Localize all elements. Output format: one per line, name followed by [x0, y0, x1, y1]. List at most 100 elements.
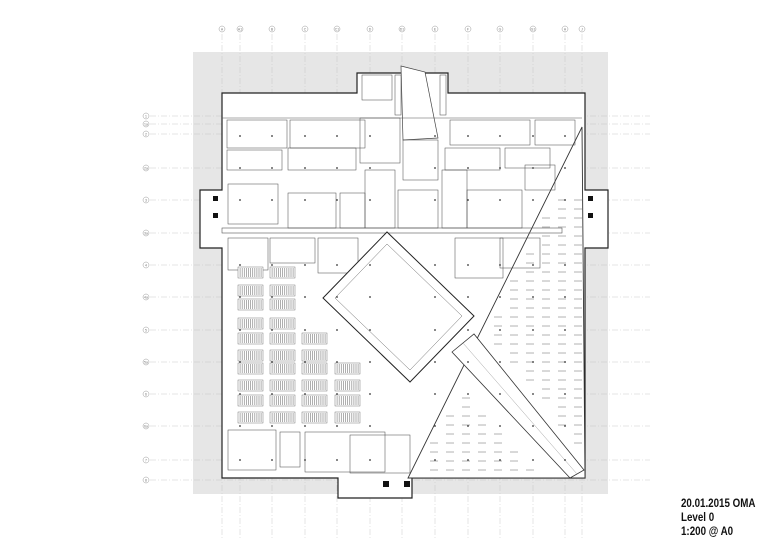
- column: [467, 425, 469, 427]
- rotated-hall: [322, 231, 475, 383]
- column: [532, 296, 534, 298]
- grid-bubble: [142, 390, 150, 398]
- column: [271, 459, 273, 461]
- column: [271, 135, 273, 137]
- column: [271, 393, 273, 395]
- grid-label-col: A: [221, 28, 224, 32]
- grid-label-col: D: [369, 28, 372, 32]
- column: [499, 199, 501, 201]
- column: [564, 296, 566, 298]
- column: [434, 135, 436, 137]
- grid-label-col: H: [564, 28, 567, 32]
- grid-bubble: [398, 25, 406, 33]
- grid-bubble: [142, 120, 150, 128]
- grid-label-row: 2a: [144, 166, 148, 170]
- ramp-centerline: [462, 342, 578, 475]
- grid-bubble: [578, 25, 586, 33]
- column: [434, 296, 436, 298]
- grid-bubble: [142, 130, 150, 138]
- column: [369, 264, 371, 266]
- grid-label-row: 7: [145, 458, 147, 462]
- column: [336, 393, 338, 395]
- grid-label-row: 6: [145, 392, 147, 396]
- hall-markings: [430, 199, 582, 471]
- column: [239, 425, 241, 427]
- room: [466, 189, 523, 229]
- grid-label-col: F: [467, 28, 469, 32]
- column: [239, 329, 241, 331]
- grid-label-row: 4a: [144, 295, 148, 299]
- grid-bubble: [431, 25, 439, 33]
- room: [227, 429, 277, 471]
- rotated-hall-inner: [334, 243, 463, 371]
- column: [467, 361, 469, 363]
- column: [369, 425, 371, 427]
- grid-bubble: [268, 25, 276, 33]
- column: [271, 296, 273, 298]
- grid-bubble: [333, 25, 341, 33]
- seating-area: [237, 266, 361, 424]
- column: [532, 264, 534, 266]
- column: [499, 135, 501, 137]
- column: [336, 167, 338, 169]
- room: [287, 147, 357, 171]
- column: [369, 199, 371, 201]
- grid-label-row: 1: [145, 114, 147, 118]
- column: [369, 393, 371, 395]
- column: [467, 296, 469, 298]
- grid-bubble: [142, 196, 150, 204]
- column: [532, 393, 534, 395]
- grid-bubble: [496, 25, 504, 33]
- column: [239, 459, 241, 461]
- column: [564, 425, 566, 427]
- column: [369, 361, 371, 363]
- room: [359, 117, 401, 164]
- stair-core: [588, 196, 593, 201]
- column: [564, 199, 566, 201]
- grid-bubble: [366, 25, 374, 33]
- column: [467, 199, 469, 201]
- grid-label-row: 3a: [144, 231, 148, 235]
- room: [364, 169, 396, 229]
- room: [349, 434, 411, 474]
- column: [336, 329, 338, 331]
- level-label: Level 0: [681, 512, 715, 524]
- column: [532, 199, 534, 201]
- column: [434, 393, 436, 395]
- grid-bubble: [142, 229, 150, 237]
- column: [532, 459, 534, 461]
- room: [397, 189, 439, 229]
- column: [336, 264, 338, 266]
- column: [564, 361, 566, 363]
- room: [227, 183, 279, 225]
- room: [524, 164, 556, 191]
- column: [239, 393, 241, 395]
- grid-bubble: [142, 422, 150, 430]
- column: [239, 199, 241, 201]
- column: [467, 264, 469, 266]
- room: [439, 74, 447, 116]
- room: [504, 147, 551, 169]
- column: [499, 459, 501, 461]
- column: [467, 135, 469, 137]
- grid-bubble: [529, 25, 537, 33]
- column: [304, 167, 306, 169]
- column: [304, 264, 306, 266]
- scale-label: 1:200 @ A0: [681, 526, 734, 538]
- column: [304, 393, 306, 395]
- room: [317, 237, 359, 274]
- column: [434, 459, 436, 461]
- column: [434, 199, 436, 201]
- column: [239, 135, 241, 137]
- column: [499, 296, 501, 298]
- column: [434, 329, 436, 331]
- grid-label-col: C: [304, 28, 307, 32]
- column: [271, 361, 273, 363]
- column: [499, 361, 501, 363]
- room: [287, 192, 337, 229]
- grid-bubble: [142, 293, 150, 301]
- column: [369, 135, 371, 137]
- column: [467, 393, 469, 395]
- grid-label-col: E: [434, 28, 437, 32]
- column: [336, 459, 338, 461]
